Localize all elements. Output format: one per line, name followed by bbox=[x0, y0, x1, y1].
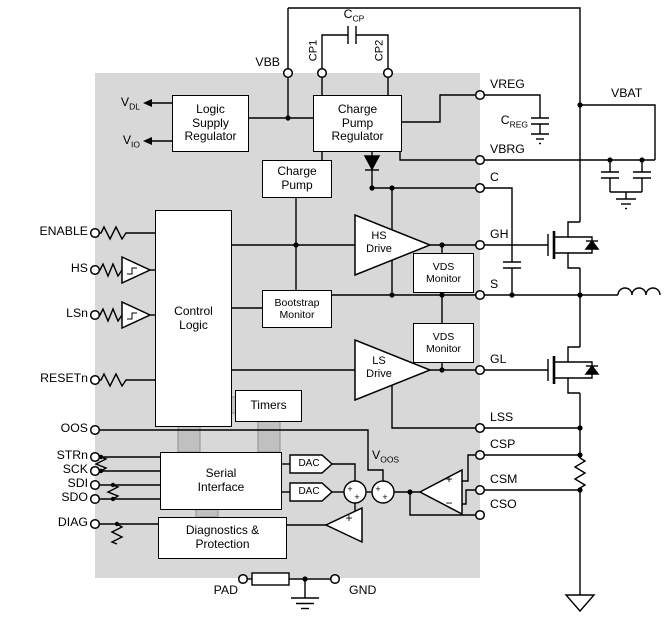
vdl-arrow bbox=[143, 99, 152, 107]
label-creg: CREG bbox=[500, 113, 528, 130]
label-vbat: VBAT bbox=[611, 86, 643, 100]
bus-connectors bbox=[177, 396, 281, 518]
pad-resistor bbox=[251, 572, 290, 586]
dac1-shape bbox=[289, 454, 334, 474]
pin-label-oos: OOS bbox=[60, 421, 88, 435]
amp-plus-sign: + bbox=[445, 472, 453, 486]
ls-drive-label: LS Drive bbox=[366, 355, 392, 380]
pin-label-hs: HS bbox=[70, 261, 88, 275]
block-bootstrap-monitor: Bootstrap Monitor bbox=[262, 290, 332, 328]
pin-label-gl: GL bbox=[490, 352, 507, 366]
pin-label-vreg: VREG bbox=[490, 77, 525, 91]
block-diagnostics-protection: Diagnostics & Protection bbox=[158, 517, 287, 559]
lsn-input-buffer bbox=[121, 300, 152, 330]
pin-label-sdo: SDO bbox=[61, 490, 88, 504]
dac2-shape bbox=[289, 482, 334, 502]
pin-label-lss: LSS bbox=[490, 410, 514, 424]
sum-b-plus1: + bbox=[375, 484, 381, 494]
symbols bbox=[121, 99, 600, 613]
pin-label-cp1: CP1 bbox=[307, 39, 320, 62]
hs-input-buffer bbox=[121, 255, 152, 285]
block-serial-interface: Serial Interface bbox=[160, 452, 282, 510]
pin-label-vbrg: VBRG bbox=[490, 142, 525, 156]
label-voos: VOOS bbox=[372, 448, 400, 465]
pin-label-gnd: GND bbox=[349, 583, 377, 597]
block-vds-monitor-ls: VDS Monitor bbox=[413, 323, 474, 363]
hysteresis-glyph-hs bbox=[127, 267, 137, 275]
pin-circles bbox=[89, 67, 486, 585]
sum-b-plus2: + bbox=[382, 492, 388, 502]
block-timers: Timers bbox=[235, 390, 302, 422]
boot-diode bbox=[363, 155, 381, 171]
summing-node-a bbox=[343, 480, 367, 504]
hs-body-diode bbox=[584, 239, 600, 250]
comparator-triangle bbox=[324, 506, 363, 544]
label-vio: VIO bbox=[122, 133, 140, 150]
pin-label-vbb: VBB bbox=[255, 55, 280, 69]
dac2-label: DAC bbox=[298, 486, 320, 497]
block-logic-supply-regulator: Logic Supply Regulator bbox=[172, 95, 249, 152]
block-control-logic: Control Logic bbox=[155, 210, 232, 427]
amp-minus-sign: − bbox=[445, 496, 453, 510]
block-charge-pump: Charge Pump bbox=[262, 160, 332, 198]
sense-amp-triangle bbox=[418, 468, 463, 516]
power-ground-symbol bbox=[564, 594, 596, 613]
hysteresis-glyph-ls bbox=[127, 312, 137, 320]
pin-label-resetn: RESETn bbox=[40, 371, 88, 385]
pin-label-sdi: SDI bbox=[67, 476, 89, 490]
pin-label-gh: GH bbox=[490, 227, 509, 241]
pin-label-sck: SCK bbox=[62, 462, 88, 476]
pin-label-cso: CSO bbox=[490, 497, 517, 511]
dac1-label: DAC bbox=[298, 458, 320, 469]
pin-label-strn: STRn bbox=[56, 448, 88, 462]
label-ccp: CCP bbox=[343, 7, 365, 24]
block-vds-monitor-hs: VDS Monitor bbox=[413, 253, 474, 293]
pin-label-enable: ENABLE bbox=[39, 224, 88, 238]
sum-a-plus1: + bbox=[347, 484, 353, 494]
block-charge-pump-regulator: Charge Pump Regulator bbox=[313, 95, 402, 152]
hs-drive-triangle bbox=[354, 213, 433, 277]
pin-label-csm: CSM bbox=[490, 472, 518, 486]
vio-arrow bbox=[143, 137, 152, 145]
pin-label-lsn: LSn bbox=[66, 306, 88, 320]
hs-drive-label: HS Drive bbox=[366, 230, 392, 255]
pin-label-cp2: CP2 bbox=[373, 39, 386, 62]
summing-node-b bbox=[371, 480, 395, 504]
sum-a-plus2: + bbox=[354, 492, 360, 502]
comparator-plus-sign: + bbox=[345, 511, 353, 525]
junction-dots bbox=[98, 102, 645, 582]
pin-label-diag: DIAG bbox=[57, 515, 88, 529]
label-vdl: VDL bbox=[120, 95, 140, 112]
pin-label-s: S bbox=[490, 277, 499, 291]
ls-body-diode bbox=[584, 364, 600, 375]
pin-label-csp: CSP bbox=[490, 437, 516, 451]
pin-label-pad: PAD bbox=[213, 583, 238, 597]
ls-drive-triangle bbox=[354, 338, 433, 402]
pin-label-c: C bbox=[490, 170, 499, 184]
